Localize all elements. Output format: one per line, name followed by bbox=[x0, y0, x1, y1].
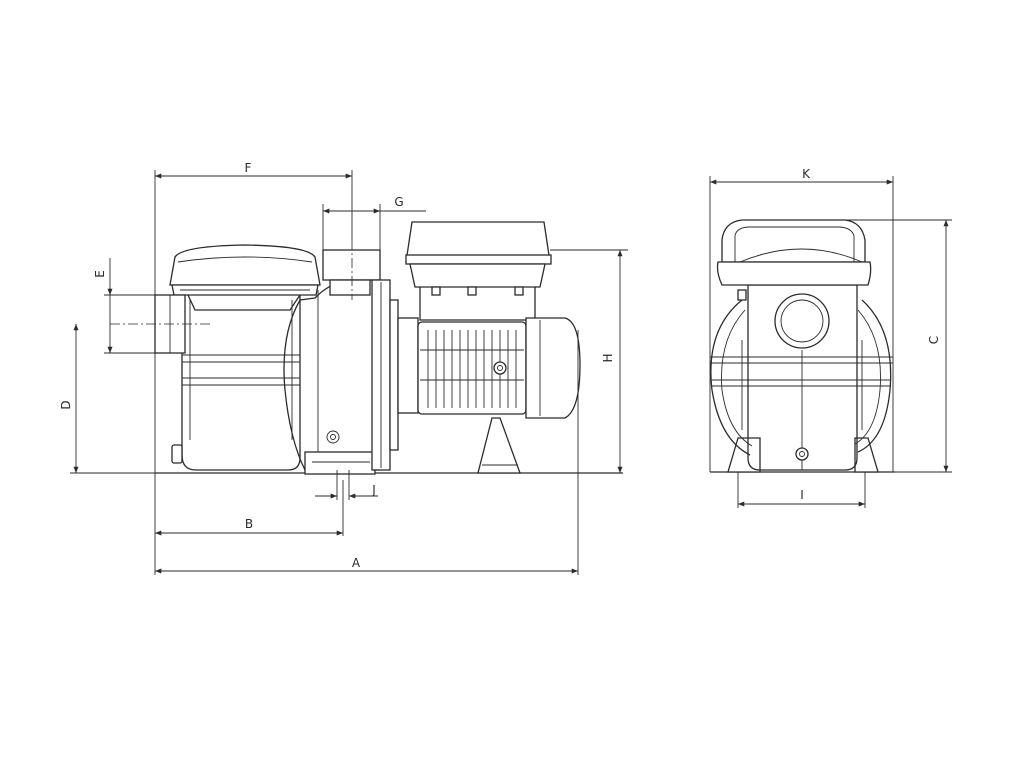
dimension-E: E bbox=[93, 258, 160, 354]
motor-body bbox=[397, 317, 581, 474]
front-volute-left bbox=[710, 299, 751, 456]
dimension-label-A: A bbox=[352, 556, 361, 570]
dimension-D: D bbox=[59, 324, 155, 474]
strainer-lid bbox=[169, 244, 321, 311]
front-foot-left bbox=[727, 437, 761, 473]
dimension-label-I: I bbox=[800, 488, 804, 502]
front-strainer-body bbox=[710, 284, 893, 471]
discharge-outlet bbox=[322, 240, 381, 300]
control-box bbox=[405, 221, 552, 321]
dimension-label-J: J bbox=[371, 483, 376, 497]
front-volute-right bbox=[857, 299, 892, 453]
dimension-label-B: B bbox=[245, 517, 253, 531]
dimension-label-K: K bbox=[802, 167, 811, 181]
dimension-I: I bbox=[737, 472, 866, 508]
dimension-J: J bbox=[315, 470, 378, 500]
dimension-label-F: F bbox=[245, 161, 252, 175]
dimension-H: H bbox=[550, 249, 628, 473]
dimension-C: C bbox=[845, 219, 952, 473]
motor-flange bbox=[371, 279, 399, 471]
strainer-basket bbox=[171, 291, 301, 471]
dimension-label-E: E bbox=[93, 270, 107, 278]
side-view: A B J F G bbox=[59, 161, 628, 575]
dimension-F: F bbox=[154, 161, 353, 473]
dimension-K: K bbox=[709, 167, 894, 472]
dimension-label-G: G bbox=[394, 195, 403, 209]
front-foot-right bbox=[854, 437, 879, 473]
dimension-label-H: H bbox=[601, 353, 615, 362]
front-lid bbox=[716, 219, 872, 301]
front-view: K C I bbox=[709, 167, 952, 508]
front-inlet-port bbox=[774, 293, 830, 349]
suction-inlet bbox=[110, 294, 210, 354]
dimension-label-C: C bbox=[927, 336, 941, 344]
pump-volute bbox=[283, 277, 379, 475]
dimension-B: B bbox=[155, 480, 344, 536]
dimension-G: G bbox=[322, 195, 426, 250]
dimension-A: A bbox=[154, 330, 579, 575]
dimension-label-D: D bbox=[59, 400, 73, 409]
